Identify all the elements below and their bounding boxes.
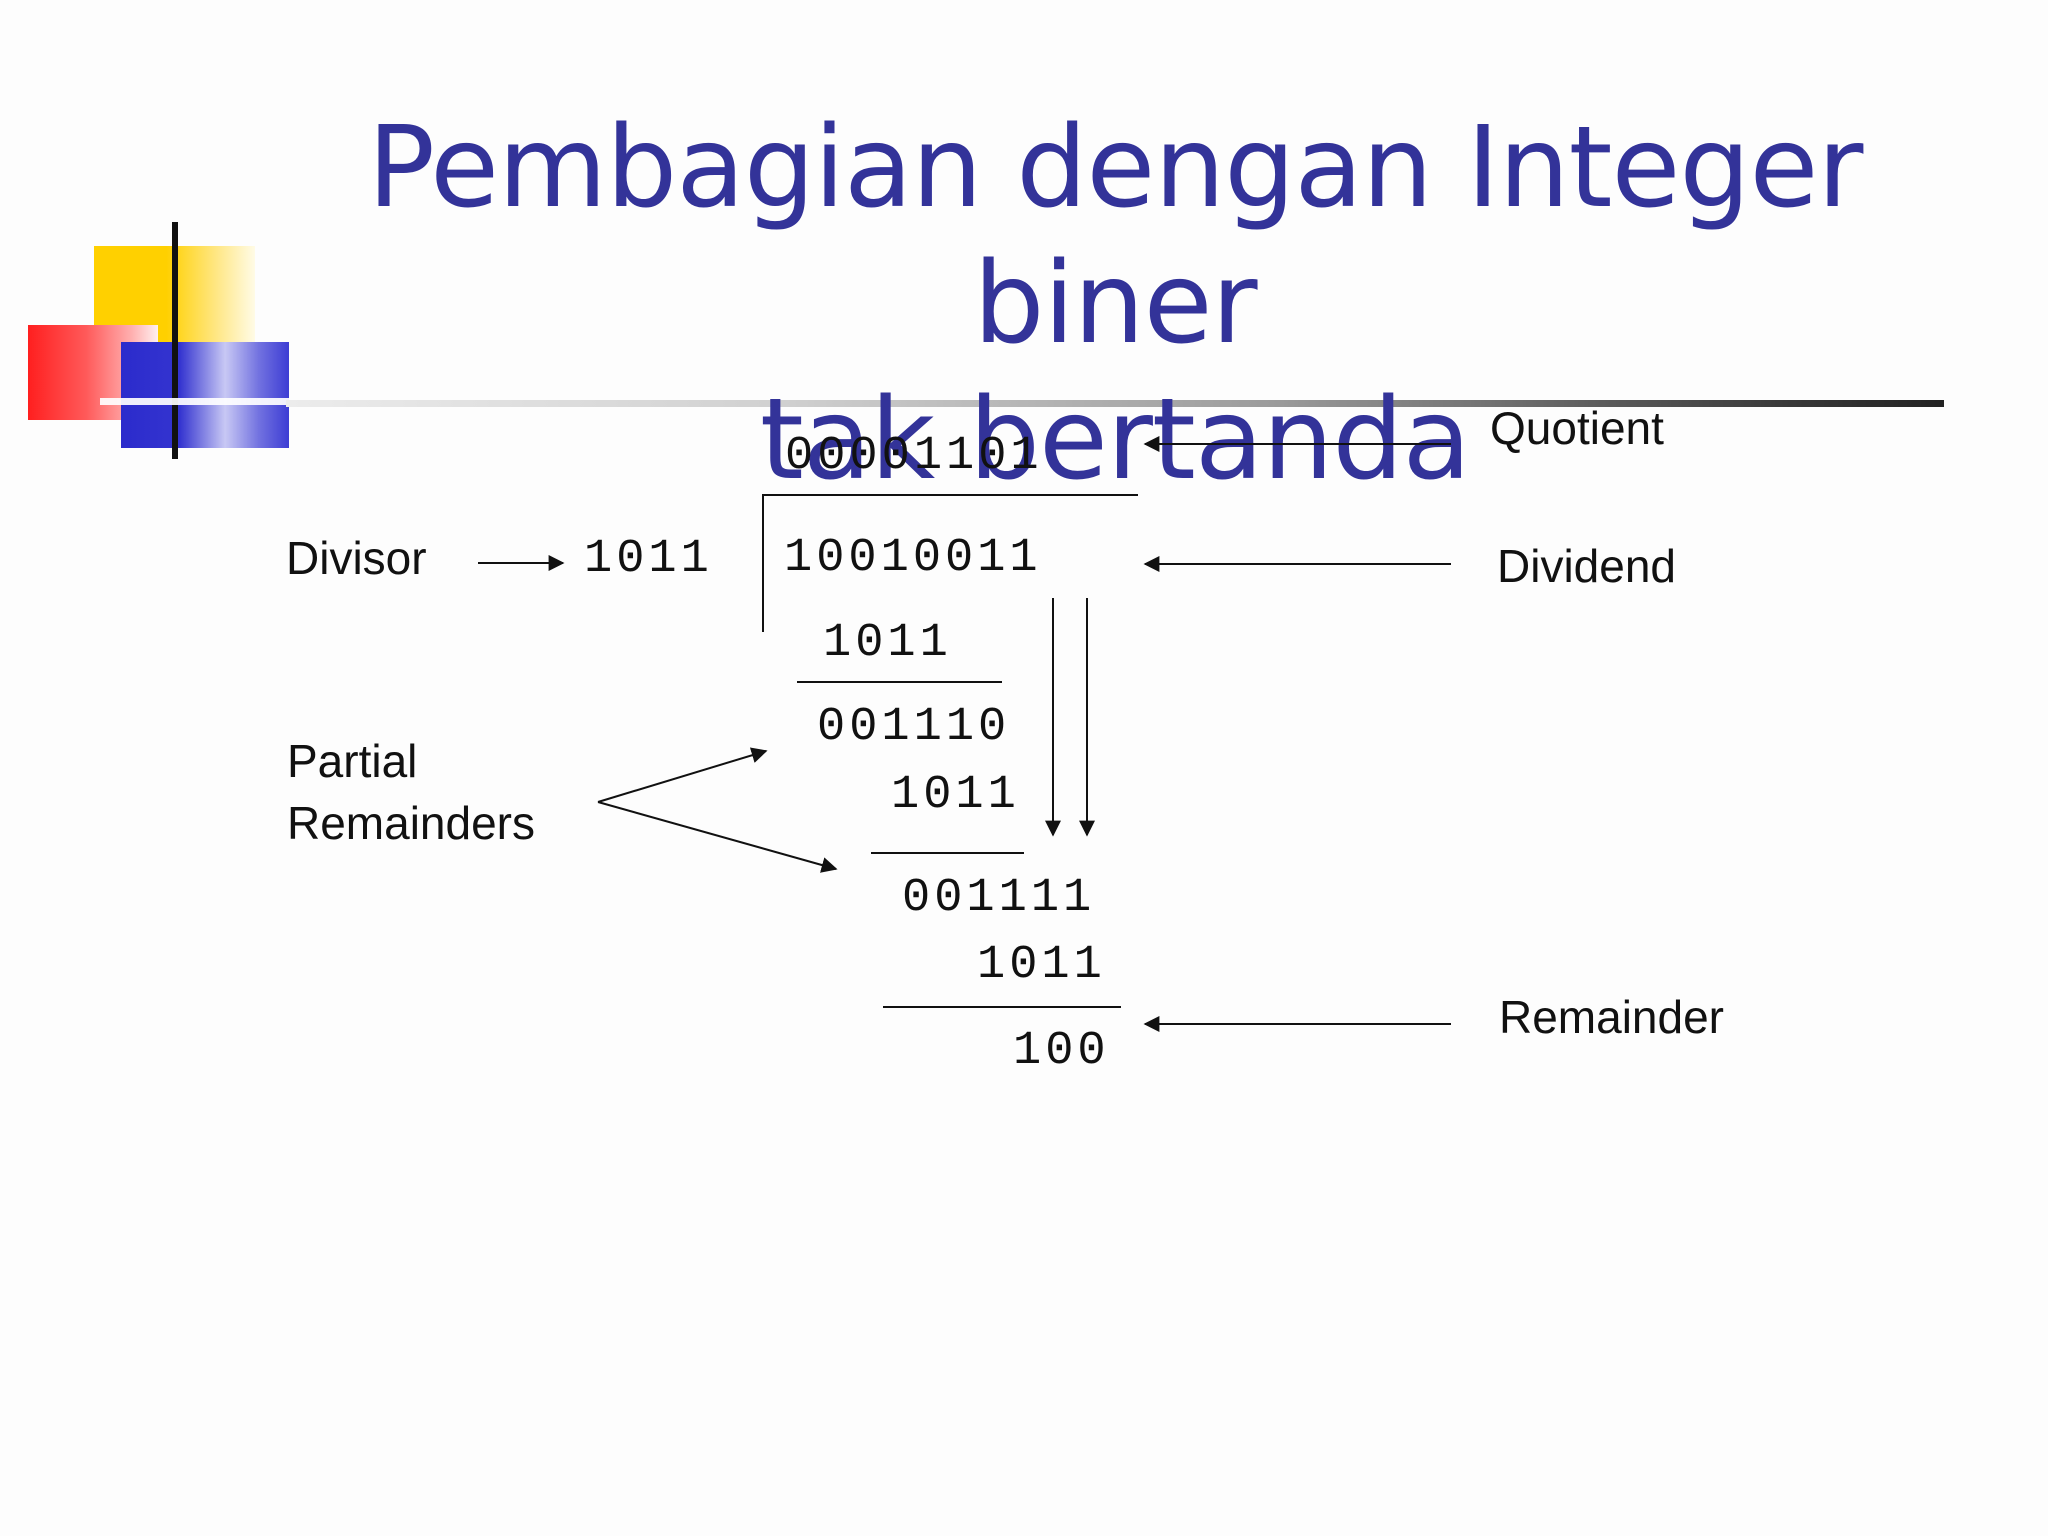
partial-remainder-2: 001111 (902, 872, 1096, 925)
blue-square-decoration (121, 342, 289, 448)
vertical-bar-decoration (172, 222, 178, 459)
step-1-subtrahend: 1011 (823, 617, 952, 670)
partial-remainder-arrow-2 (597, 801, 838, 873)
dividend-label: Dividend (1497, 540, 1676, 592)
step-2-subtrahend: 1011 (891, 769, 1020, 822)
partial-remainders-label-line-2: Remainders (287, 797, 535, 849)
remainder-label: Remainder (1499, 991, 1724, 1043)
partial-remainder-1: 001110 (817, 701, 1011, 754)
partial-remainder-arrow-1 (597, 747, 768, 803)
divisor-value: 1011 (584, 533, 713, 586)
dividend-value: 10010011 (784, 532, 1042, 585)
divisor-label: Divisor (286, 532, 427, 584)
remainder-value: 100 (1013, 1025, 1110, 1078)
step-3-subtrahend: 1011 (977, 939, 1106, 992)
quotient-label: Quotient (1490, 402, 1664, 454)
partial-remainders-label-line-1: Partial (287, 735, 418, 787)
horizontal-bar-decoration (100, 398, 290, 405)
title-line-1: Pembagian dengan Integer biner (367, 103, 1864, 369)
title-line-2: tak bertanda (759, 375, 1471, 505)
quotient-value: 00001101 (785, 430, 1043, 483)
title-underline-rule (286, 400, 1944, 407)
slide-title: Pembagian dengan Integer biner tak berta… (270, 100, 1960, 508)
